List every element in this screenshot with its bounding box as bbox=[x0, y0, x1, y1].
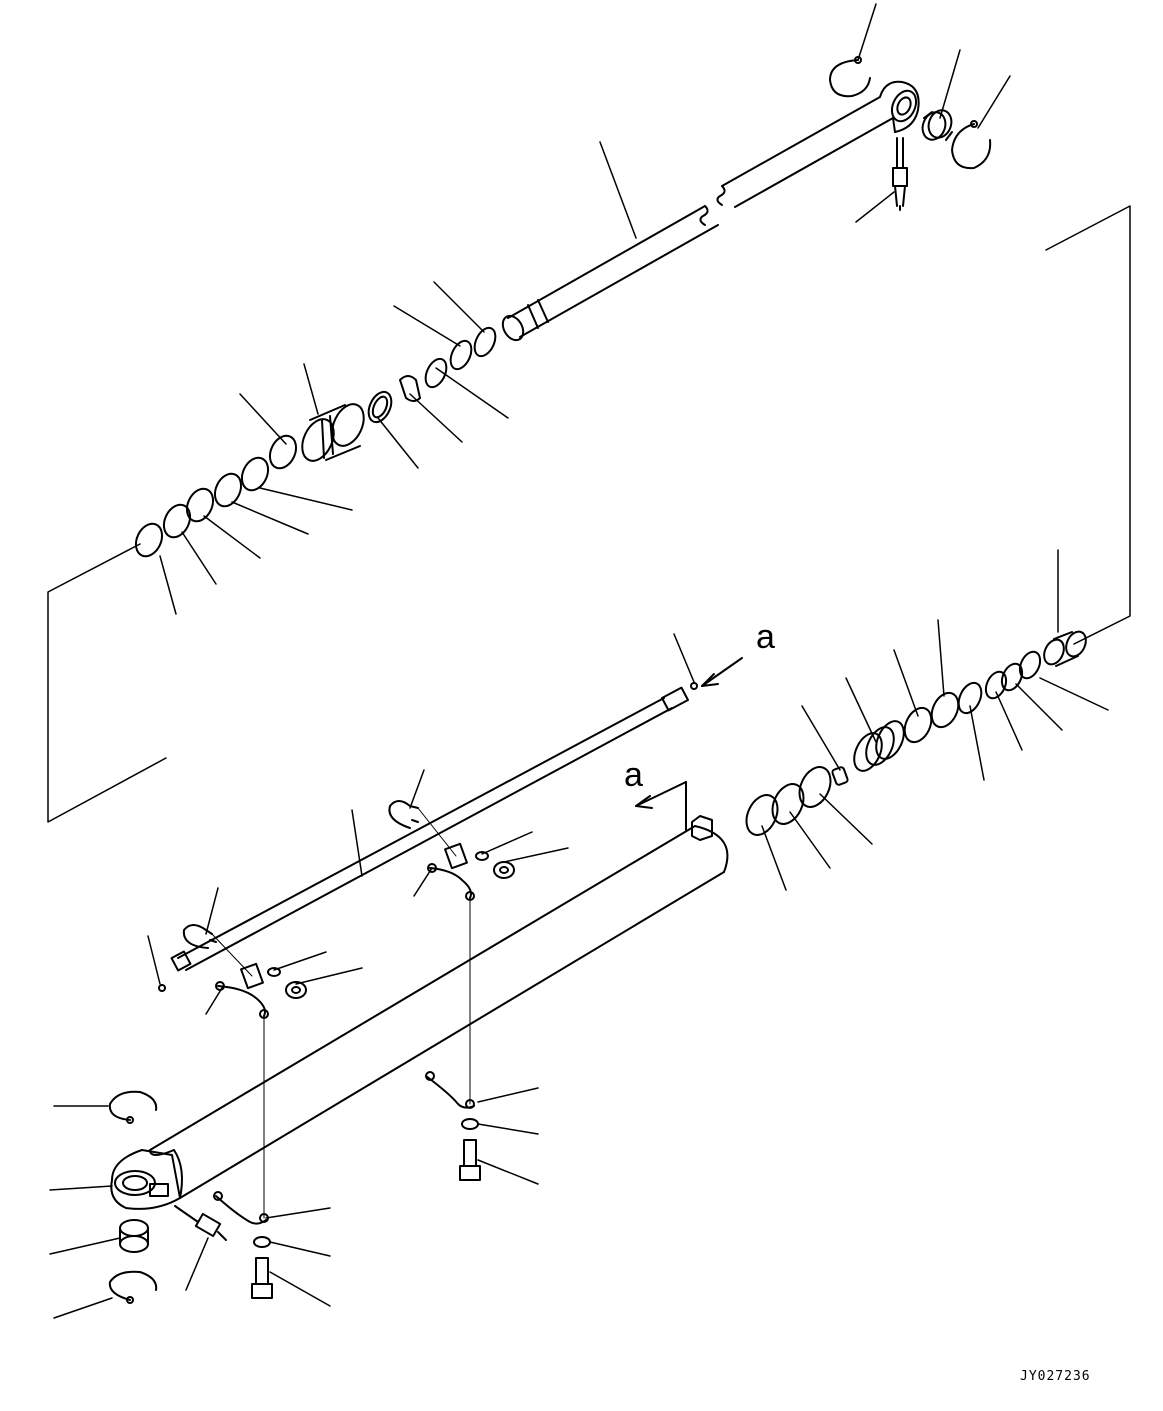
assembly-guide-lines bbox=[211, 807, 471, 1219]
piston bbox=[853, 720, 905, 772]
view-marker-bottom: a bbox=[624, 756, 643, 794]
bottom-snap-ring-upper bbox=[108, 1090, 158, 1124]
piston-rings bbox=[903, 650, 1042, 744]
head-seal-rings bbox=[134, 434, 298, 558]
u-bolt-upper bbox=[388, 800, 419, 829]
bottom-snap-ring-lower bbox=[108, 1270, 158, 1304]
view-arrow-top bbox=[701, 657, 743, 687]
connector-brackets bbox=[47, 205, 1131, 823]
bottom-eye bbox=[110, 1149, 181, 1210]
clamp-bolts bbox=[251, 1118, 481, 1299]
tube-port-block bbox=[691, 815, 713, 841]
drawing-code: JY027236 bbox=[1020, 1369, 1091, 1384]
u-bolt-lower bbox=[182, 924, 217, 949]
tube-o-rings bbox=[158, 682, 698, 992]
cylinder-head bbox=[301, 403, 365, 462]
rod-seals bbox=[367, 326, 497, 424]
clamp-washers-nuts bbox=[267, 851, 515, 999]
rod-end-bushing bbox=[921, 109, 953, 141]
rod-eye bbox=[879, 80, 920, 133]
cylinder-tube bbox=[149, 825, 729, 1199]
piston-seals bbox=[745, 766, 849, 836]
view-marker-top: a bbox=[756, 618, 775, 656]
cushion-collar bbox=[1043, 630, 1087, 667]
piston-rod bbox=[501, 96, 894, 342]
clamp-bracket-upper bbox=[427, 842, 475, 901]
view-arrow-bottom bbox=[635, 781, 687, 831]
clamp-bracket-lower bbox=[215, 962, 269, 1019]
tube-clamps-under bbox=[213, 1071, 475, 1225]
bottom-bushing bbox=[119, 1219, 149, 1253]
rod-grease-fitting bbox=[892, 137, 908, 211]
leader-lines-top bbox=[159, 3, 1011, 615]
hydraulic-tube bbox=[170, 686, 689, 972]
leader-lines-bottom bbox=[49, 549, 1109, 1319]
bottom-grease-fitting bbox=[174, 1205, 227, 1241]
rod-end-snap-ring-top bbox=[829, 56, 871, 98]
rod-end-snap-ring-right bbox=[951, 120, 992, 170]
